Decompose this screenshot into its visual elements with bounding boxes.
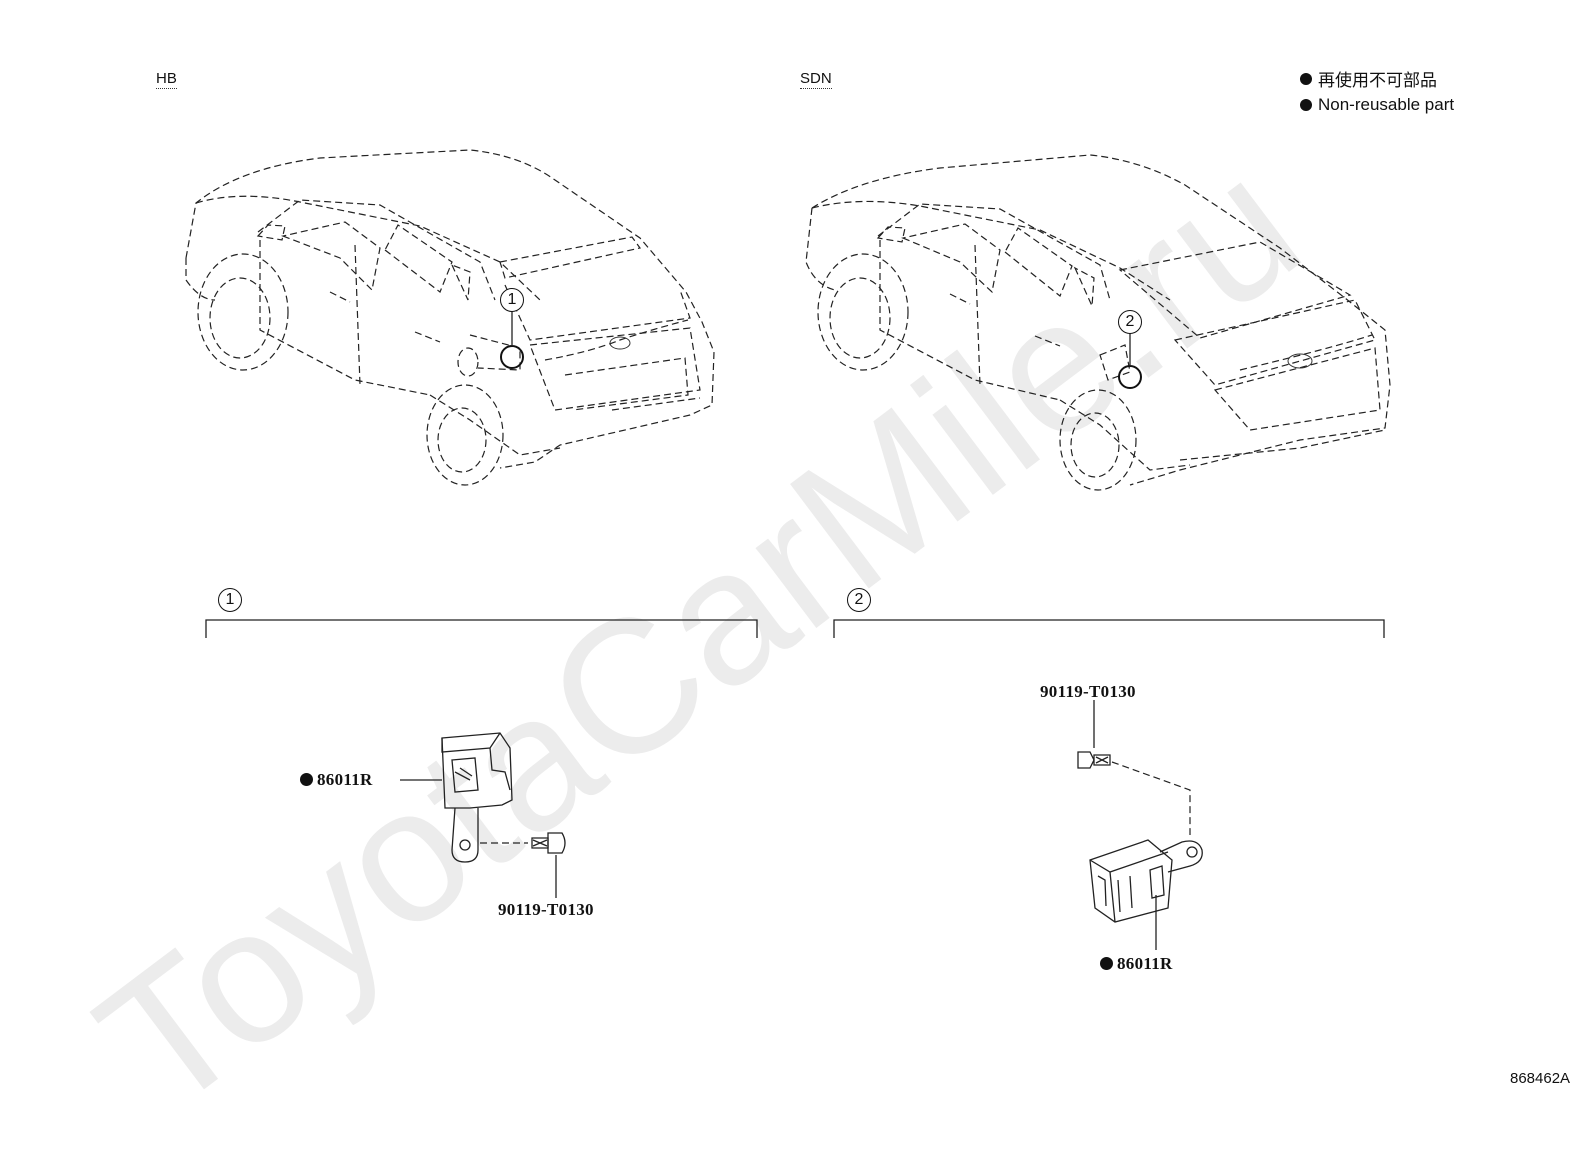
legend-row-jp: 再使用不可部品 (1300, 66, 1454, 91)
part-number-bolt-hb: 90119-T0130 (498, 900, 594, 919)
part-number-sensor-sdn: 86011R (1100, 954, 1173, 974)
legend-text-jp: 再使用不可部品 (1318, 71, 1437, 90)
sdn-car-drawing (805, 154, 1391, 491)
sdn-bolt-drawing (1077, 751, 1111, 769)
legend: 再使用不可部品 Non-reusable part (1300, 66, 1454, 115)
bracket-section-1 (205, 619, 758, 638)
hb-bolt-drawing (531, 832, 566, 854)
diagram-drawing (185, 149, 1391, 950)
hb-sensor-drawing (441, 732, 513, 863)
variant-label-hb: HB (156, 70, 177, 89)
illustration-code: 868462A (1510, 1070, 1571, 1087)
hb-car-drawing (185, 149, 715, 486)
callout-2-car: 2 (1118, 310, 1142, 334)
sdn-sensor-drawing (1089, 839, 1203, 923)
legend-row-en: Non-reusable part (1300, 95, 1454, 115)
callout-1-car: 1 (500, 288, 524, 312)
non-reusable-dot-icon (1300, 99, 1312, 111)
callout-2-section: 2 (847, 588, 871, 612)
callout-1-section: 1 (218, 588, 242, 612)
part-number-bolt-sdn: 90119-T0130 (1040, 682, 1136, 701)
variant-label-sdn: SDN (800, 70, 832, 89)
non-reusable-dot-icon (1300, 72, 1312, 85)
bracket-section-2 (833, 619, 1385, 638)
legend-text-en: Non-reusable part (1318, 95, 1455, 114)
part-number-sensor-hb: 86011R (300, 770, 373, 790)
